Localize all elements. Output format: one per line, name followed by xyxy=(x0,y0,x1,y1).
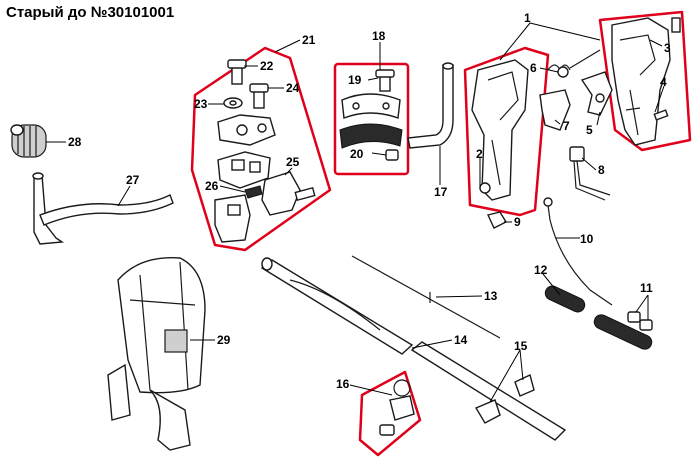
label-part-29: 29 xyxy=(217,333,231,347)
part-5-lever xyxy=(580,71,613,116)
label-part-2: 2 xyxy=(476,147,483,161)
label-part-11: 11 xyxy=(640,281,653,295)
leader-lines xyxy=(46,22,665,403)
part-28-grip xyxy=(10,124,47,158)
label-part-13: 13 xyxy=(484,289,498,303)
label-part-8: 8 xyxy=(598,163,605,177)
part-7-trigger xyxy=(539,89,571,131)
label-part-15: 15 xyxy=(514,339,528,353)
part-18-cover-assembly xyxy=(339,69,403,161)
label-part-10: 10 xyxy=(580,232,594,246)
highlight-box-1 xyxy=(598,10,692,152)
label-part-22: 22 xyxy=(260,59,274,73)
part-8-switch xyxy=(569,146,611,201)
label-part-20: 20 xyxy=(350,147,364,161)
part-11-nuts xyxy=(627,311,653,331)
label-part-3: 3 xyxy=(664,41,671,55)
part-15-tube-clamps xyxy=(474,374,535,424)
label-part-16: 16 xyxy=(336,377,350,391)
part-2-throttle-handle xyxy=(471,59,529,201)
label-part-23: 23 xyxy=(194,97,208,111)
label-part-24: 24 xyxy=(286,81,300,95)
label-part-25: 25 xyxy=(286,155,300,169)
highlight-box-16 xyxy=(358,370,422,457)
label-part-5: 5 xyxy=(586,123,593,137)
part-29-harness xyxy=(107,256,206,451)
part-13-drive-shaft xyxy=(351,255,501,339)
part-9-clip xyxy=(487,211,507,229)
part-21-clamp-assembly xyxy=(214,59,316,243)
highlight-box-21 xyxy=(190,46,332,252)
label-part-4: 4 xyxy=(660,75,667,89)
label-part-21: 21 xyxy=(302,33,316,47)
part-10-throttle-cable xyxy=(543,197,613,306)
part-12-spiral-spring xyxy=(544,285,653,350)
part-14-main-tube xyxy=(260,257,567,441)
label-part-19: 19 xyxy=(348,73,362,87)
part-16-clamp xyxy=(379,379,415,436)
part-6-spring xyxy=(547,49,601,78)
label-part-9: 9 xyxy=(514,215,521,229)
label-part-6: 6 xyxy=(530,61,537,75)
label-part-17: 17 xyxy=(434,185,448,199)
highlight-box-2 xyxy=(463,46,550,217)
label-part-28: 28 xyxy=(68,135,82,149)
label-part-27: 27 xyxy=(126,173,140,187)
label-part-26: 26 xyxy=(205,179,219,193)
part-1-handle-housing xyxy=(611,17,681,146)
label-part-12: 12 xyxy=(534,263,548,277)
label-part-7: 7 xyxy=(563,119,570,133)
part-27-handle-bar xyxy=(32,172,174,245)
diagram-title: Старый до №30101001 xyxy=(6,4,175,21)
label-part-14: 14 xyxy=(454,333,468,347)
label-part-1: 1 xyxy=(524,11,531,25)
part-17-bent-tube xyxy=(407,62,454,149)
label-part-18: 18 xyxy=(372,29,386,43)
highlight-box-18 xyxy=(333,62,410,176)
